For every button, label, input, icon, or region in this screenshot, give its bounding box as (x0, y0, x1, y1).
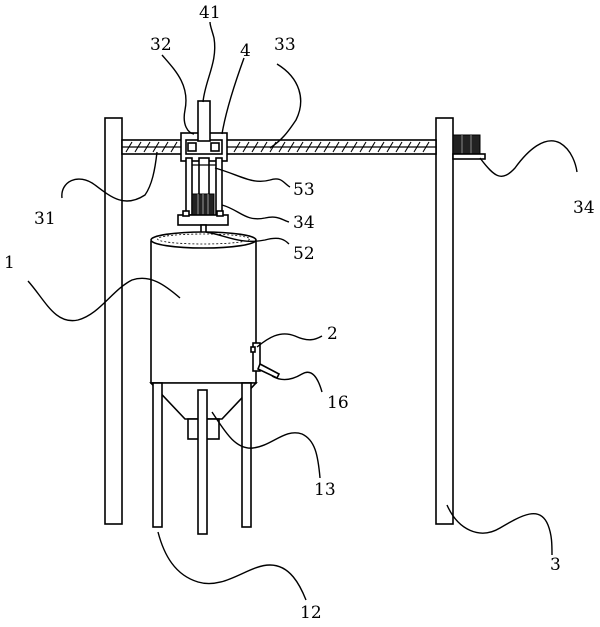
leader-33 (269, 63, 302, 149)
screw-thread (350, 141, 358, 153)
leader-41 (202, 21, 216, 103)
label-53: 53 (293, 180, 315, 200)
screw-thread (161, 141, 169, 153)
frame-right-post (435, 117, 454, 525)
screw-thread (368, 141, 376, 153)
label-1: 1 (4, 253, 15, 273)
screw-thread (287, 141, 295, 153)
leader-12 (157, 531, 307, 601)
label-32: 32 (150, 35, 172, 55)
screw-thread (143, 141, 151, 153)
screw-thread (359, 141, 367, 153)
leader-53 (214, 167, 291, 188)
leader-13 (211, 411, 321, 479)
leader-32 (161, 54, 195, 135)
screw-thread (314, 141, 322, 153)
screw-thread (260, 141, 268, 153)
top-lifting-rod (197, 100, 211, 142)
screw-thread (251, 141, 259, 153)
label-31: 31 (34, 209, 56, 229)
screw-motor (452, 134, 486, 160)
screw-thread (134, 141, 142, 153)
label-16: 16 (327, 393, 349, 413)
screw-thread (152, 141, 160, 153)
screw-thread (413, 141, 421, 153)
screw-thread (125, 141, 133, 153)
tank-body (150, 231, 257, 384)
label-41: 41 (199, 3, 221, 23)
screw-thread (170, 141, 178, 153)
leader-16 (271, 371, 323, 393)
frame-left-post (104, 117, 123, 525)
leader-3 (446, 504, 553, 556)
label-34a: 34 (293, 213, 315, 233)
stir-motor (191, 193, 215, 217)
screw-thread (278, 141, 286, 153)
screw-thread (242, 141, 250, 153)
label-52: 52 (293, 244, 315, 264)
leader-34a (221, 204, 290, 223)
leader-lines (27, 21, 578, 601)
support-legs (152, 382, 252, 535)
label-4: 4 (240, 41, 251, 61)
leader-34b (479, 140, 578, 177)
leader-52 (205, 231, 290, 245)
screw-thread (233, 141, 241, 153)
leader-4 (221, 57, 245, 135)
screw-thread (296, 141, 304, 153)
screw-thread (422, 141, 430, 153)
screw-thread (305, 141, 313, 153)
screw-thread (386, 141, 394, 153)
screw-rod (121, 139, 437, 155)
label-13: 13 (314, 480, 336, 500)
leader-1 (27, 277, 181, 322)
screw-thread (332, 141, 340, 153)
label-12: 12 (300, 603, 322, 623)
leader-31 (61, 151, 158, 202)
label-2: 2 (327, 324, 338, 344)
screw-thread (341, 141, 349, 153)
screw-thread (395, 141, 403, 153)
screw-thread (377, 141, 385, 153)
leader-2 (256, 333, 323, 348)
slider-block (180, 132, 228, 162)
screw-thread (323, 141, 331, 153)
label-33: 33 (274, 35, 296, 55)
screw-thread (404, 141, 412, 153)
label-34b: 34 (573, 198, 595, 218)
label-3: 3 (550, 555, 561, 575)
